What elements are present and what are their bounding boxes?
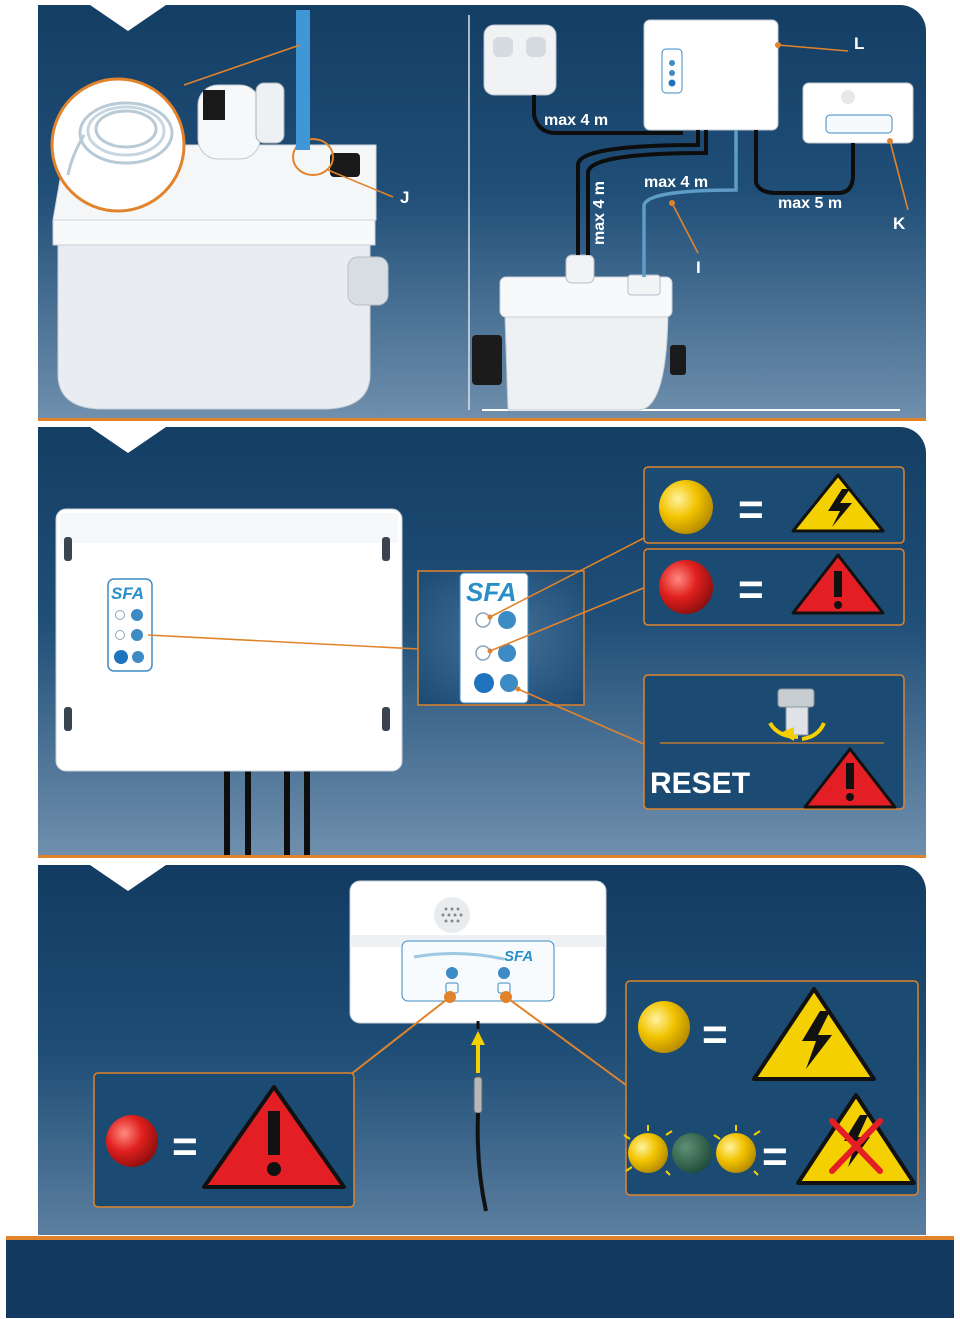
alarm-box-panel: SFA = (38, 865, 926, 1235)
distance-tube-label: max 4 m (644, 174, 708, 191)
speaker-grille (434, 897, 470, 933)
led-panel-zoom: SFA (417, 570, 585, 706)
high-voltage-warning-icon (791, 473, 885, 533)
callout-line (183, 44, 301, 86)
alarm-cable (754, 130, 855, 195)
installation-panel: I J (38, 5, 926, 421)
callout-line (349, 996, 451, 1076)
callout-tube-label: I (128, 181, 133, 202)
callout-line (517, 688, 647, 746)
alarm-box-large: SFA (349, 880, 607, 1024)
callout-control-box-label: L (854, 34, 864, 53)
yellow-led-icon (659, 480, 713, 534)
callout-line (777, 44, 849, 52)
red-led-meaning: = (643, 548, 905, 626)
box-brand-label: SFA (111, 584, 144, 603)
callout-line (147, 634, 419, 650)
control-box-panel: SFA SFA (38, 427, 926, 858)
callout-line (671, 202, 699, 254)
equals-sign: = (172, 1122, 198, 1171)
tube-route (642, 130, 738, 277)
sensor-cable (532, 95, 683, 135)
callout-line (489, 536, 647, 618)
distance-pump-label: max 4 m (591, 181, 608, 245)
pump-unit-large (52, 82, 389, 410)
pump-unit-small (472, 254, 686, 411)
blinking-leds-icon (623, 1125, 761, 1176)
red-led-icon (106, 1115, 158, 1167)
panel-notch (90, 427, 166, 453)
red-led-icon (659, 560, 713, 614)
panel-notch (90, 865, 166, 891)
pump-cable (576, 130, 700, 255)
callout-alarm-box-label: K (893, 214, 906, 233)
callout-tube-route-label: I (696, 258, 701, 277)
footer-bar (6, 1236, 954, 1318)
box-cables (224, 767, 310, 855)
exclamation-warning-icon (803, 747, 897, 809)
blue-tube (296, 10, 310, 150)
red-led-meaning: = (93, 1072, 355, 1208)
callout-line (327, 169, 394, 198)
alarm-box-diagram: SFA = (93, 880, 919, 1212)
callout-line (489, 586, 647, 652)
equals-sign: = (738, 565, 764, 614)
callout-line (889, 140, 909, 211)
equals-sign: = (762, 1132, 788, 1181)
panel-notch (90, 5, 166, 31)
alarm-brand-label: SFA (504, 948, 533, 965)
equals-sign: = (738, 485, 764, 534)
exclamation-warning-icon (791, 553, 885, 615)
yellow-led-icon (638, 1001, 690, 1053)
float-sensor-probe (471, 1021, 488, 1212)
reset-label: RESET (650, 767, 750, 800)
reset-rotation-icon (768, 688, 826, 741)
alarm-box-small (802, 82, 914, 144)
pump-cable-2 (586, 130, 708, 255)
callout-fitting-label: J (400, 188, 409, 207)
callout-line (505, 996, 627, 1086)
high-voltage-warning-icon (752, 987, 876, 1081)
installation-diagram: I J (50, 10, 914, 411)
tube-coil-magnifier (50, 77, 186, 213)
distance-sensor-label: max 4 m (544, 112, 608, 129)
reset-meaning: RESET (643, 674, 905, 810)
arrow-up-icon (471, 1031, 485, 1045)
distance-alarm-label: max 5 m (778, 195, 842, 212)
control-box-diagram: SFA SFA (55, 466, 905, 855)
yellow-led-meaning: = (643, 466, 905, 544)
alarm-status-meanings: = = (623, 980, 919, 1196)
exclamation-warning-icon (202, 1085, 346, 1189)
equals-sign: = (702, 1010, 728, 1059)
power-off-warning-icon (796, 1093, 916, 1185)
sensor-junction-box (483, 24, 557, 96)
zoom-brand-label: SFA (466, 577, 517, 607)
control-box-small (643, 19, 779, 131)
